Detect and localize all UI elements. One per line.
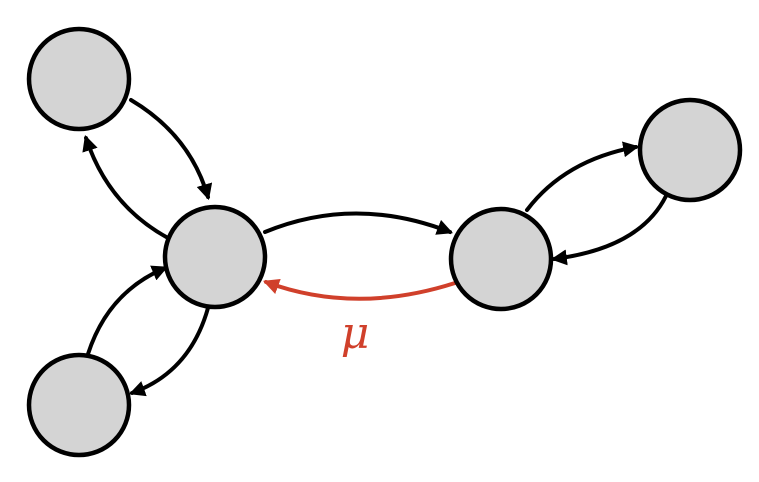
node-bottom-left: [26, 352, 132, 458]
node-top-left: [26, 26, 132, 132]
edges-group: [82, 98, 668, 397]
node-middle-right: [448, 206, 554, 312]
node-top-right: [637, 97, 743, 203]
edge-top-left-to-center: [129, 98, 213, 201]
edge-middle-right-to-center: [262, 278, 457, 301]
edge-bottom-left-to-center: [86, 265, 168, 356]
node-center-hub: [162, 204, 268, 310]
edge-middle-right-to-top-right: [525, 141, 640, 212]
edge-center-to-bottom-left: [128, 306, 210, 397]
edge-label-mu: μ: [341, 308, 370, 359]
edge-top-right-to-middle-right: [550, 194, 668, 266]
nodes-group: [26, 26, 743, 458]
edge-center-to-middle-right: [263, 211, 453, 235]
edge-center-to-top-left: [82, 134, 170, 240]
